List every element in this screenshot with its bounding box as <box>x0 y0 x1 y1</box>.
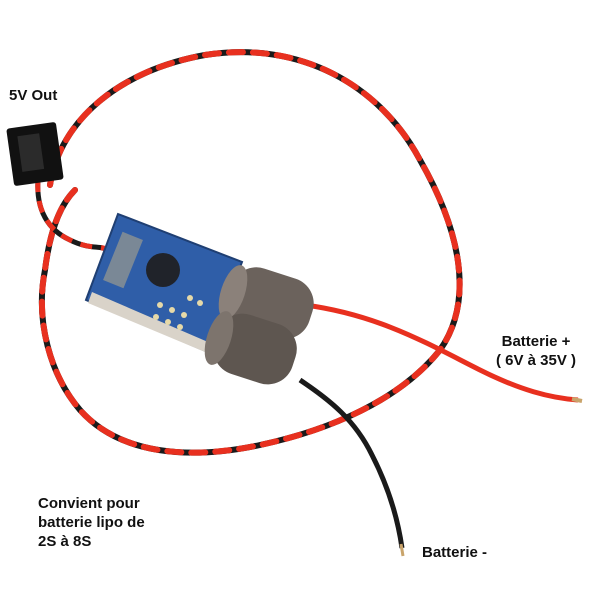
compat-line-3: 2S à 8S <box>38 533 92 550</box>
twisted-wire-loop <box>38 49 463 456</box>
compat-line-1: Convient pour <box>38 495 140 512</box>
five-v-out-label: 5V Out <box>9 87 58 104</box>
capacitors <box>204 265 314 385</box>
battery-plus-title: Batterie + <box>501 333 571 350</box>
battery-voltage-range: ( 6V à 35V ) <box>496 352 577 369</box>
battery-minus-wire <box>298 377 405 549</box>
compat-line-2: batterie lipo de <box>38 514 145 531</box>
battery-minus-label: Batterie - <box>422 544 488 561</box>
compatibility-note: Convient pour batterie lipo de 2S à 8S <box>38 494 145 551</box>
battery-plus-wire <box>304 302 579 403</box>
servo-connector <box>6 122 64 186</box>
output-wire <box>35 179 110 253</box>
pcb-board <box>84 212 244 354</box>
battery-plus-label: Batterie + ( 6V à 35V ) <box>496 332 576 370</box>
